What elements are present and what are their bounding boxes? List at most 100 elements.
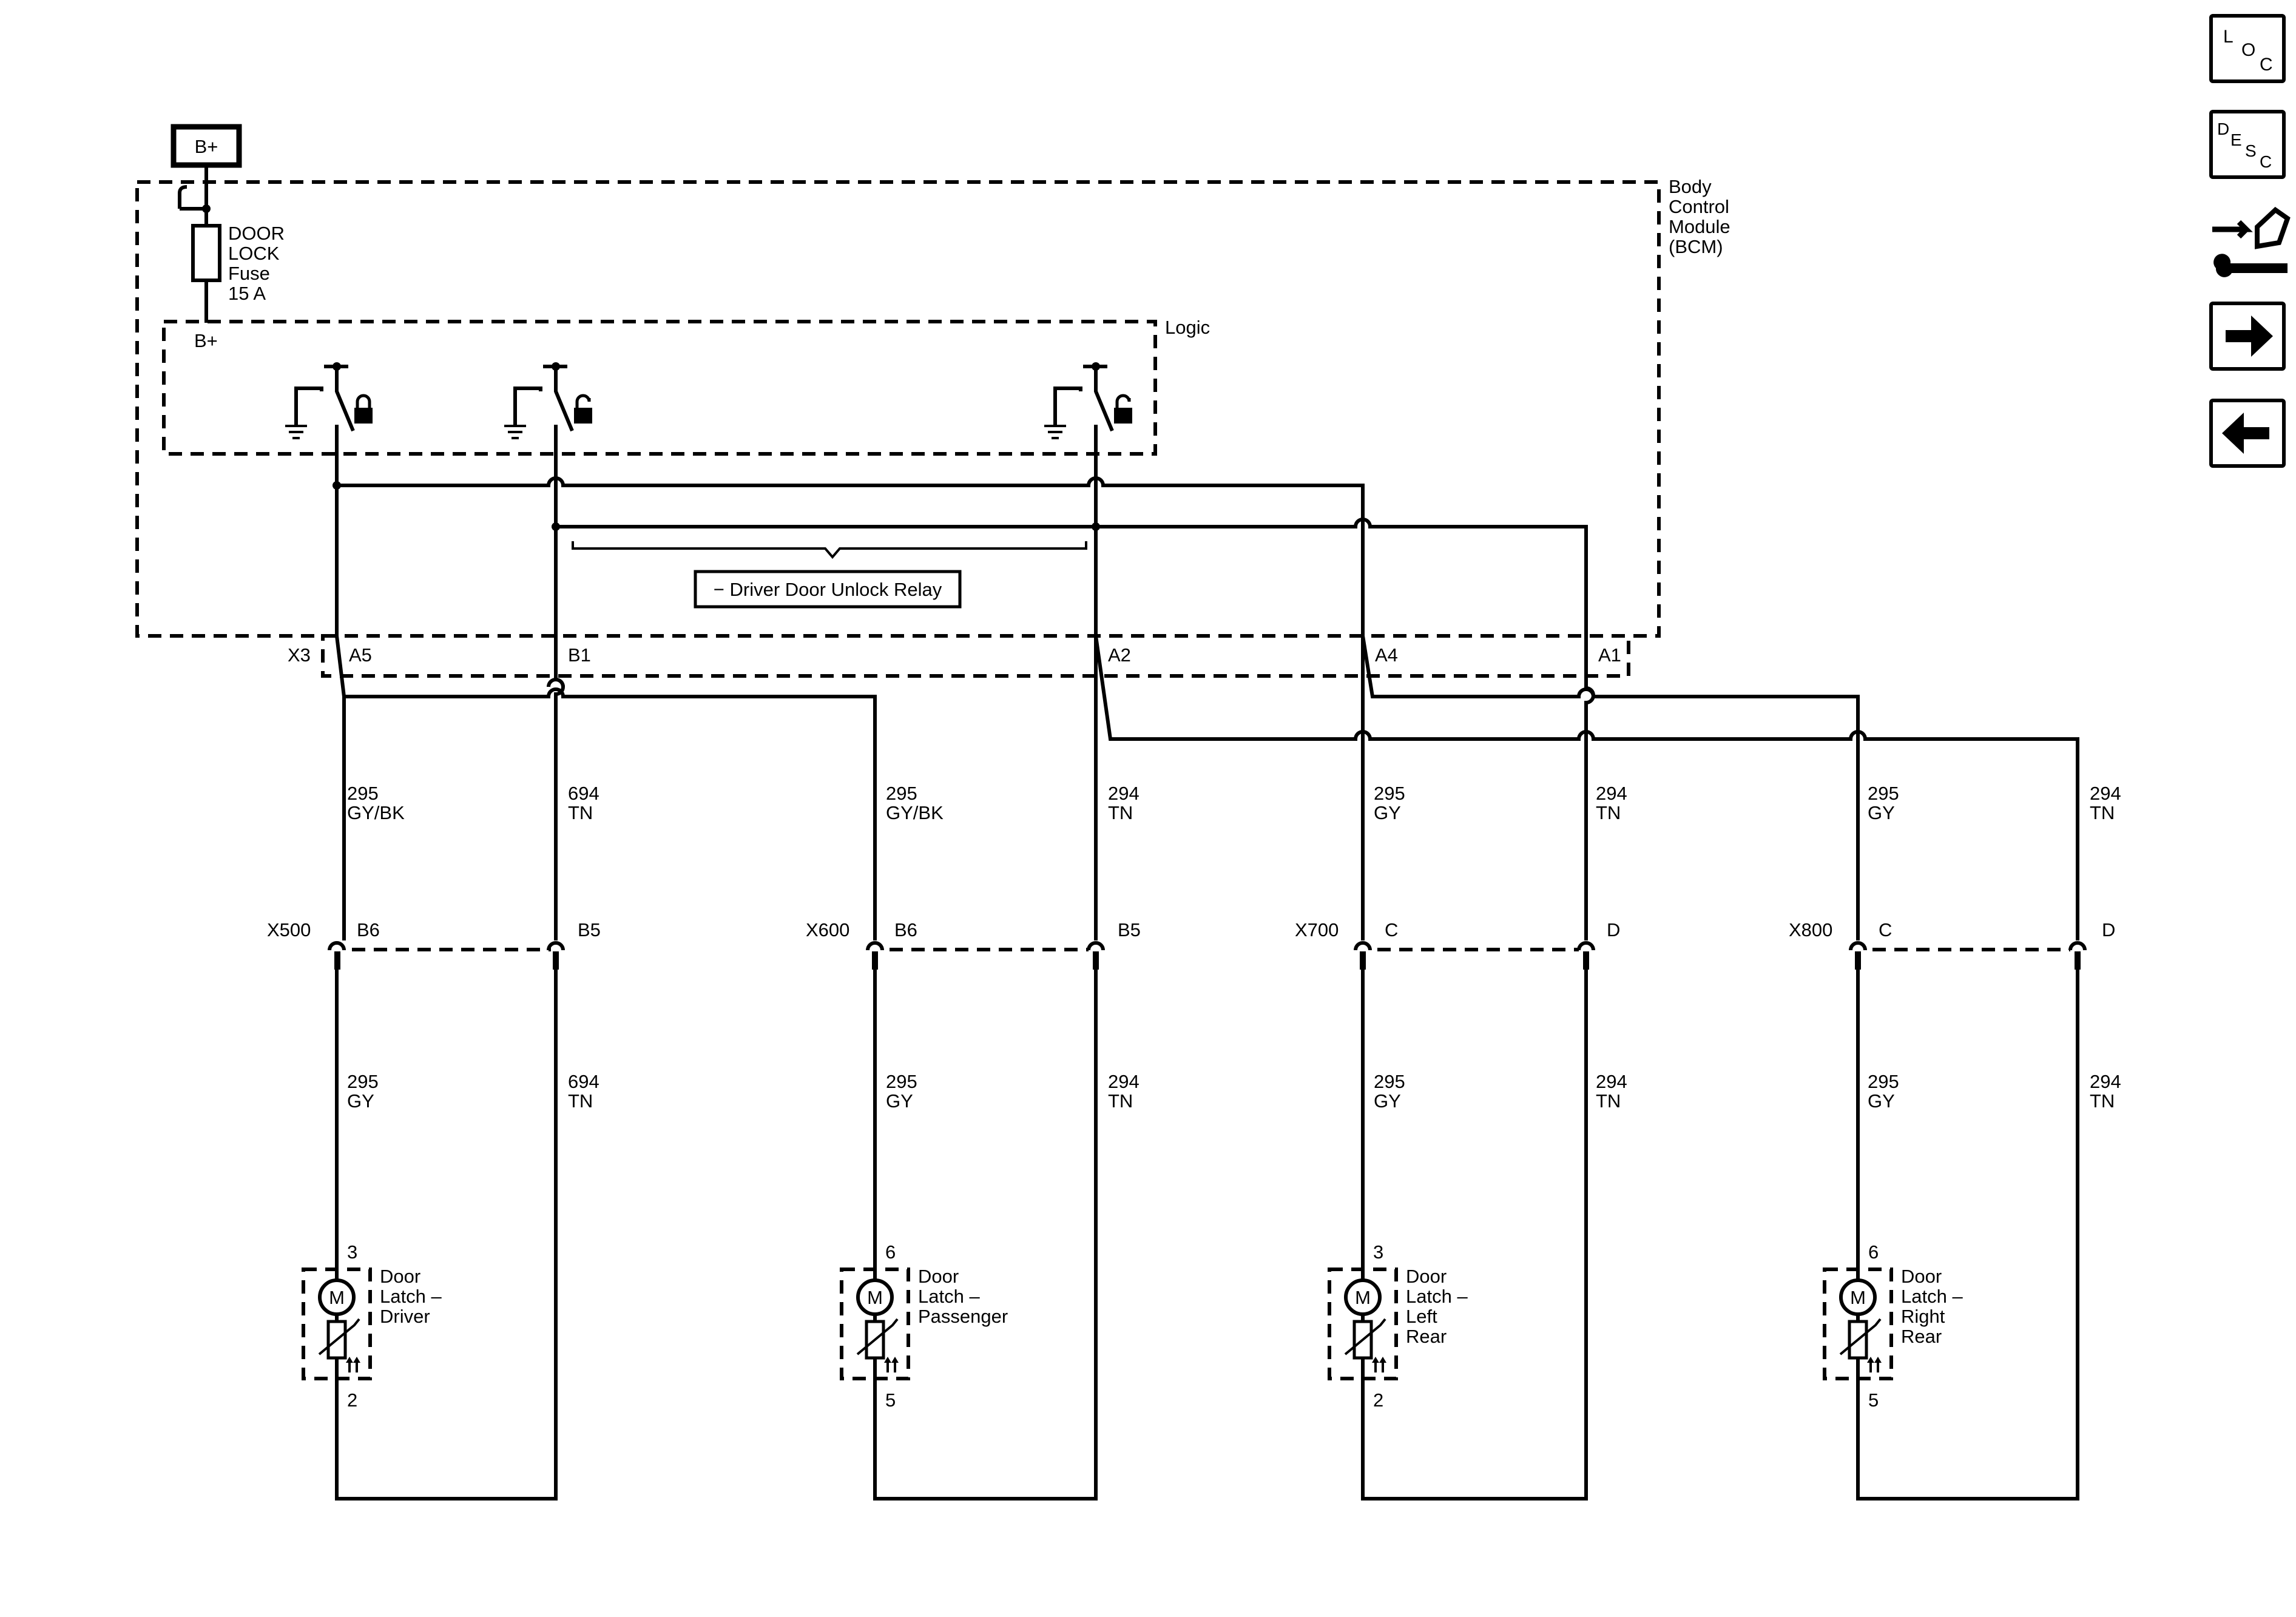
x3-pin-a4: A4 xyxy=(1375,644,1398,666)
nav-desc-button[interactable]: D E S C xyxy=(2209,110,2286,179)
lower-wire-6-color: TN xyxy=(1596,1090,1621,1112)
latch-left-rear-name-3: Left xyxy=(1406,1306,1437,1327)
latch-left-rear-pin-bottom: 2 xyxy=(1373,1389,1383,1411)
upper-wire-8-circuit: 294 xyxy=(2090,783,2121,804)
x600-label: X600 xyxy=(806,919,849,940)
upper-wire-7-circuit: 295 xyxy=(1868,783,1899,804)
x600-pin-left: B6 xyxy=(894,919,917,940)
bcm-label-line1: Body xyxy=(1669,176,1712,197)
latch-left-rear-pin-top: 3 xyxy=(1373,1241,1383,1263)
lower-wire-2-circuit: 694 xyxy=(568,1071,599,1092)
latch-driver-name-3: Driver xyxy=(380,1306,430,1327)
door-lock-fuse xyxy=(191,224,221,282)
x500-label: X500 xyxy=(267,919,311,940)
lower-wire-8-circuit: 294 xyxy=(2090,1071,2121,1092)
latch-right-rear-name-3: Right xyxy=(1901,1306,1945,1327)
arrow-right-icon[interactable] xyxy=(2209,302,2286,371)
upper-wire-4-circuit: 294 xyxy=(1108,783,1140,804)
latch-motor-icon xyxy=(318,1278,356,1316)
latch-passenger-name-3: Passenger xyxy=(918,1306,1008,1327)
upper-wire-5-circuit: 295 xyxy=(1374,783,1405,804)
latch-motor-label: M xyxy=(329,1287,345,1308)
upper-wire-3-color: GY/BK xyxy=(886,802,944,823)
x3-pin-b1: B1 xyxy=(568,644,591,666)
lock-relay-switch-driver xyxy=(285,362,373,485)
latch-right-rear-pin-top: 6 xyxy=(1868,1241,1879,1263)
latch-driver-name-2: Latch – xyxy=(380,1286,442,1307)
arrow-left-icon[interactable] xyxy=(2209,399,2286,468)
inline-connector-x600: X600 B6 B5 xyxy=(806,919,1141,970)
upper-wire-6-circuit: 294 xyxy=(1596,783,1627,804)
latch-motor-icon xyxy=(1344,1278,1382,1316)
lower-loop-right-rear xyxy=(1856,970,2079,1501)
bcm-label-line3: Module xyxy=(1669,216,1730,237)
lock-open-icon xyxy=(574,394,592,424)
x700-pin-right: D xyxy=(1607,919,1620,940)
upper-wire-5-color: GY xyxy=(1374,802,1401,823)
upper-wire-7-color: GY xyxy=(1868,802,1895,823)
latch-motor-label: M xyxy=(867,1287,883,1308)
loc-letter-o: O xyxy=(2241,40,2255,60)
relay-brace xyxy=(572,541,1087,559)
latch-driver-pin-top: 3 xyxy=(347,1241,357,1263)
logic-boundary xyxy=(162,320,1157,456)
connector-x3-label: X3 xyxy=(288,644,311,666)
upper-wire-1-color: GY/BK xyxy=(347,802,405,823)
latch-driver-pin-bottom: 2 xyxy=(347,1389,357,1411)
upper-wire-3-circuit: 295 xyxy=(886,783,917,804)
latch-motor-label: M xyxy=(1850,1287,1866,1308)
x3-pin-a1: A1 xyxy=(1598,644,1621,666)
nav-loc-button[interactable]: L O C xyxy=(2209,14,2286,83)
lower-wire-4-color: TN xyxy=(1108,1090,1133,1112)
latch-left-rear-name-1: Door xyxy=(1406,1266,1447,1287)
desc-letter-d: D xyxy=(2217,120,2229,138)
x800-pin-left: C xyxy=(1879,919,1892,940)
latch-right-rear-name-4: Rear xyxy=(1901,1326,1942,1347)
lower-wire-7-color: GY xyxy=(1868,1090,1895,1112)
bcm-label-line4: (BCM) xyxy=(1669,236,1723,257)
lower-wire-2-color: TN xyxy=(568,1090,593,1112)
harness-unlock-a1 xyxy=(1584,636,1595,940)
door-latch-right-rear: M 6 5 Door Latch – Right Rear xyxy=(1823,1241,1963,1411)
lower-loop-driver xyxy=(335,970,558,1501)
desc-letter-s: S xyxy=(2245,141,2257,160)
fuse-tap-junction xyxy=(202,204,211,213)
x3-pin-a5: A5 xyxy=(349,644,372,666)
lower-loop-passenger xyxy=(873,970,1098,1501)
x600-pin-right: B5 xyxy=(1118,919,1141,940)
upper-wire-labels: 295 GY/BK 694 TN 295 GY/BK 294 TN 295 GY… xyxy=(347,783,2121,823)
lower-wire-3-color: GY xyxy=(886,1090,913,1112)
desc-letter-c: C xyxy=(2260,152,2272,171)
logic-supply-label: B+ xyxy=(194,330,218,351)
lower-wire-4-circuit: 294 xyxy=(1108,1071,1140,1092)
desc-letter-e: E xyxy=(2230,130,2242,149)
x800-pin-right: D xyxy=(2102,919,2115,940)
latch-right-rear-pin-bottom: 5 xyxy=(1868,1389,1879,1411)
lower-wire-1-circuit: 295 xyxy=(347,1071,379,1092)
upper-wire-6-color: TN xyxy=(1596,802,1621,823)
fuse-tap-symbol xyxy=(178,185,206,211)
fuse-label-line1: DOOR xyxy=(228,223,285,244)
battery-supply-label: B+ xyxy=(195,136,218,157)
latch-motor-icon xyxy=(1839,1278,1877,1316)
inline-connector-x800: X800 C D xyxy=(1789,919,2115,970)
harness-b1-jumper xyxy=(547,678,565,687)
logic-label: Logic xyxy=(1165,317,1210,338)
latch-motor-icon xyxy=(856,1278,894,1316)
x500-pin-left: B6 xyxy=(357,919,380,940)
lock-relay-switch-unlock xyxy=(504,362,592,485)
door-latch-passenger: M 6 5 Door Latch – Passenger xyxy=(840,1241,1008,1411)
x500-pin-right: B5 xyxy=(578,919,601,940)
upper-wire-2-color: TN xyxy=(568,802,593,823)
inline-connector-x500: X500 B6 B5 xyxy=(267,919,601,970)
lower-wire-7-circuit: 295 xyxy=(1868,1071,1899,1092)
connector-repair-icon[interactable] xyxy=(2212,206,2291,277)
loc-letter-c: C xyxy=(2260,55,2273,75)
x800-label: X800 xyxy=(1789,919,1832,940)
latch-passenger-pin-bottom: 5 xyxy=(885,1389,896,1411)
loc-letter-l: L xyxy=(2223,27,2234,47)
lower-loop-left-rear xyxy=(1361,970,1588,1501)
relay-label-box xyxy=(694,570,962,609)
latch-left-rear-name-4: Rear xyxy=(1406,1326,1447,1347)
